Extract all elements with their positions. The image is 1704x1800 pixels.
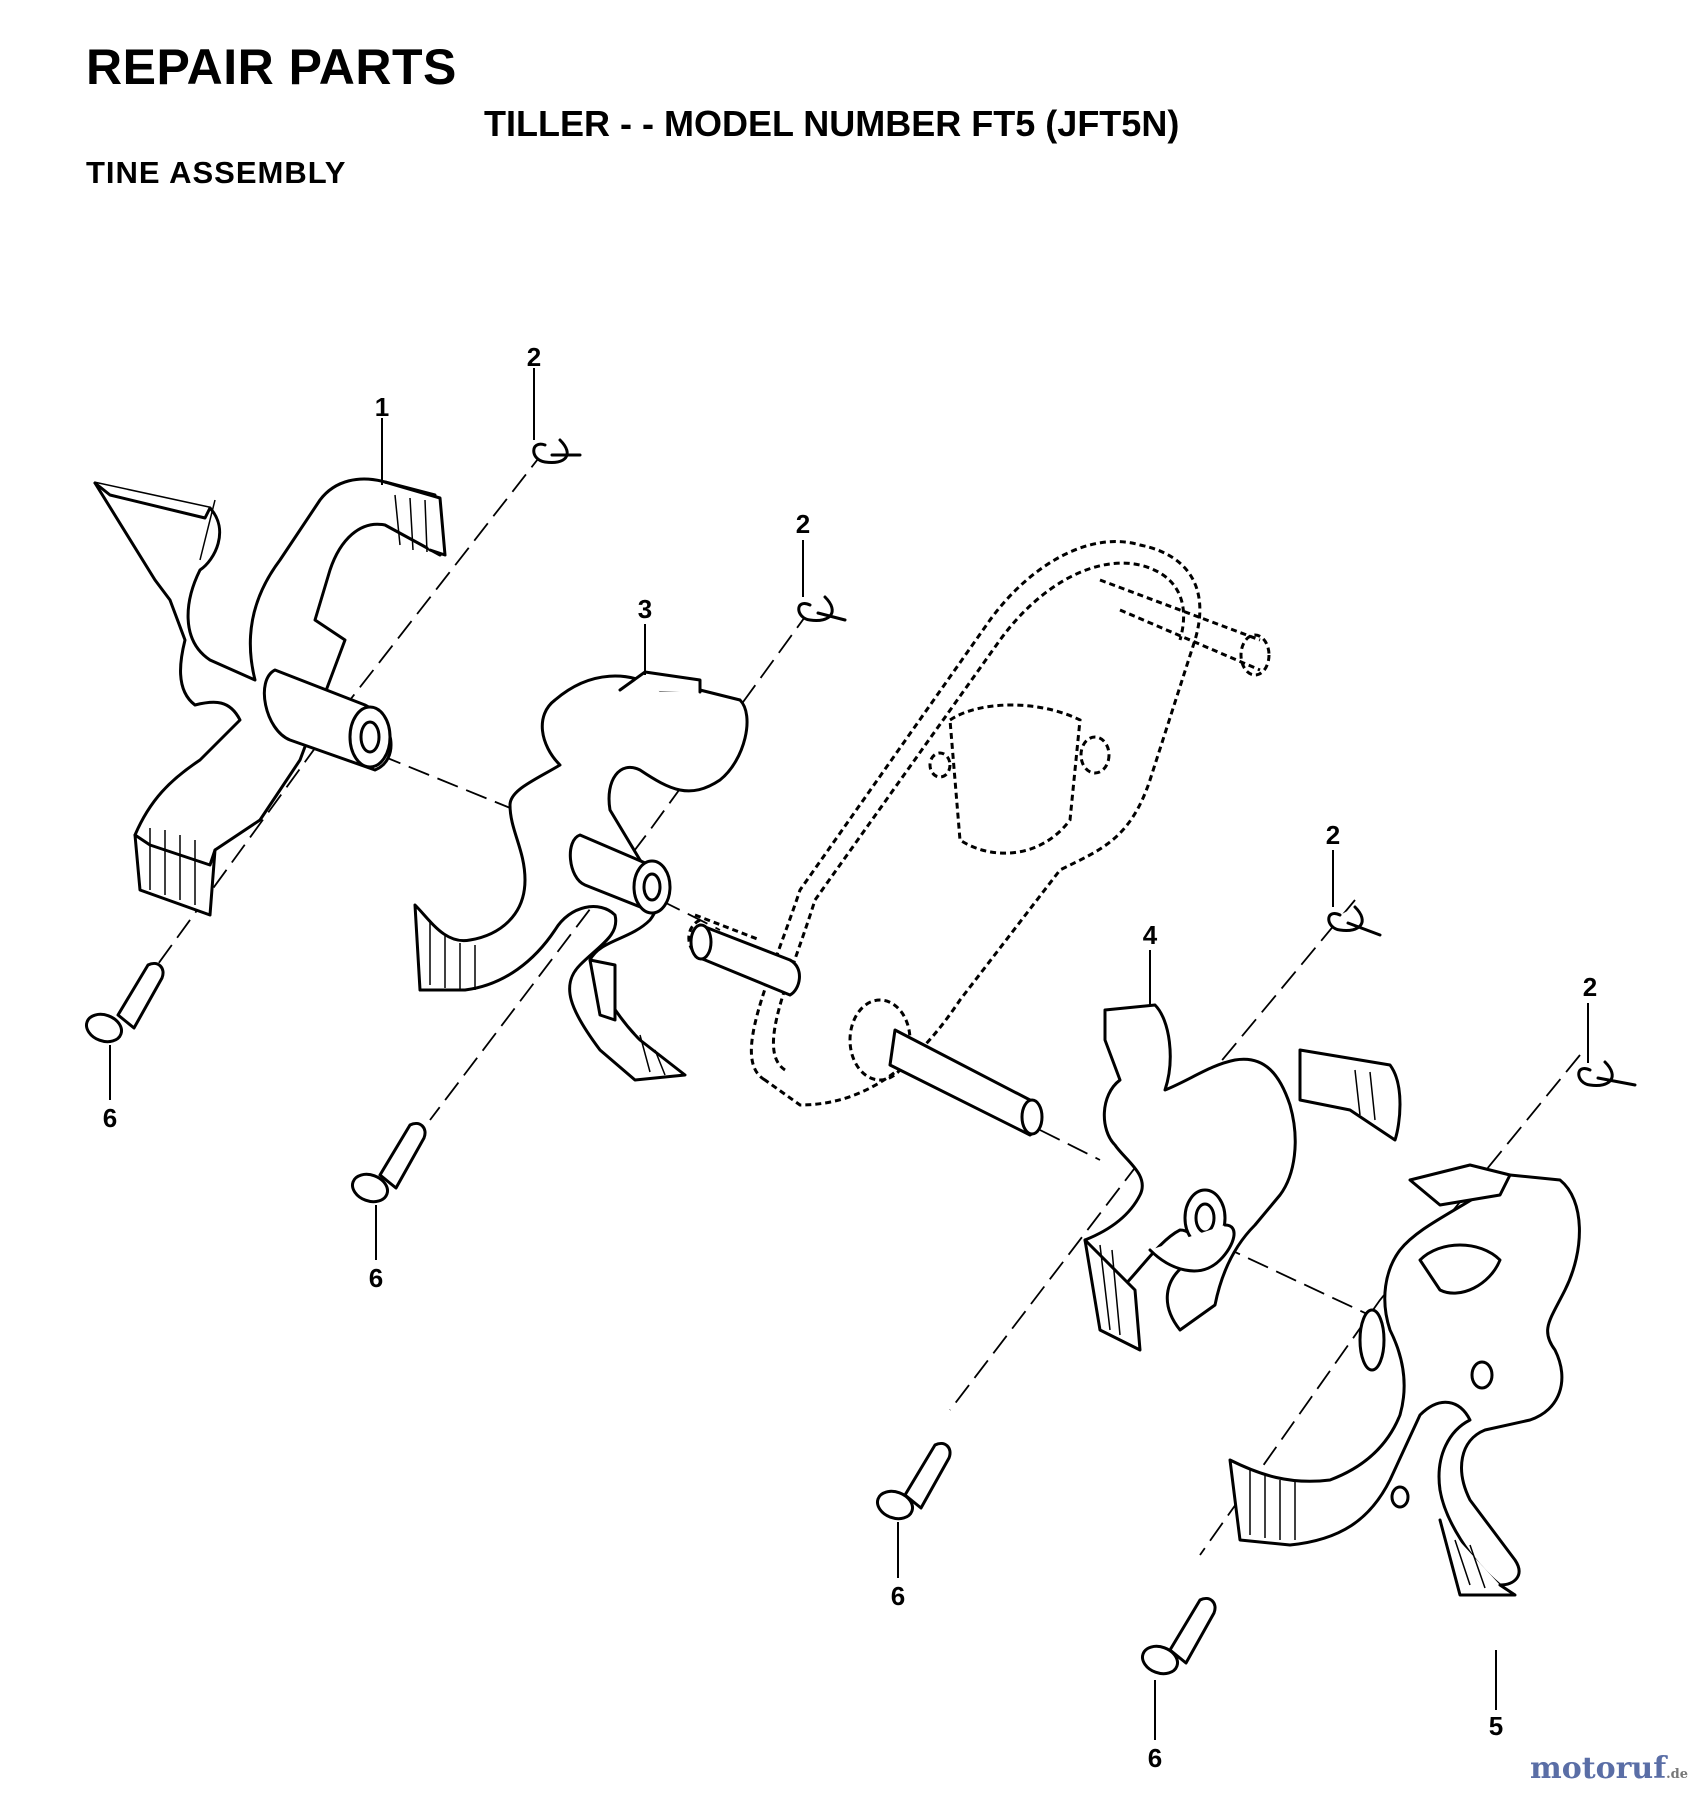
hairpin-clip-b: [797, 595, 847, 622]
watermark-logo: motoruf.de: [1530, 1751, 1688, 1786]
callout-2-clip-b: 2: [796, 509, 810, 539]
callout-3: 3: [638, 594, 652, 624]
clevis-pin-d: [1141, 1597, 1217, 1676]
callout-6-pin-d: 6: [1148, 1743, 1162, 1773]
tine-part-4: [1083, 1003, 1402, 1352]
clevis-pin-a: [85, 962, 165, 1044]
callout-5: 5: [1489, 1711, 1503, 1741]
tine-part-5: [1228, 1163, 1581, 1597]
callout-4: 4: [1143, 920, 1158, 950]
tine-part-3: [413, 670, 749, 1082]
callout-1: 1: [375, 392, 389, 422]
gearbox-housing-phantom: [687, 540, 1271, 1107]
model-number-heading: TILLER - - MODEL NUMBER FT5 (JFT5N): [484, 103, 1180, 144]
callout-6-pin-b: 6: [369, 1263, 383, 1293]
clevis-pin-c: [876, 1442, 952, 1521]
center-lines: [149, 449, 1581, 1556]
hairpin-clip-a: [532, 438, 582, 465]
tine-part-1: [93, 477, 447, 917]
callout-2-clip-d: 2: [1583, 972, 1597, 1002]
hairpin-clip-c: [1327, 905, 1382, 937]
callout-2-clip-c: 2: [1326, 820, 1340, 850]
watermark-brand: motoruf: [1529, 1751, 1667, 1786]
clevis-pin-b: [351, 1122, 427, 1204]
callout-6-pin-c: 6: [891, 1581, 905, 1611]
watermark-suffix: .de: [1666, 1767, 1688, 1782]
section-heading: TINE ASSEMBLY: [86, 155, 347, 190]
hairpin-clip-d: [1577, 1060, 1637, 1087]
page-title: REPAIR PARTS: [86, 39, 457, 95]
callout-2-clip-a: 2: [527, 342, 541, 372]
axle-shafts: [689, 923, 1044, 1137]
callout-6-pin-a: 6: [103, 1103, 117, 1133]
leader-lines: [109, 368, 1589, 1740]
